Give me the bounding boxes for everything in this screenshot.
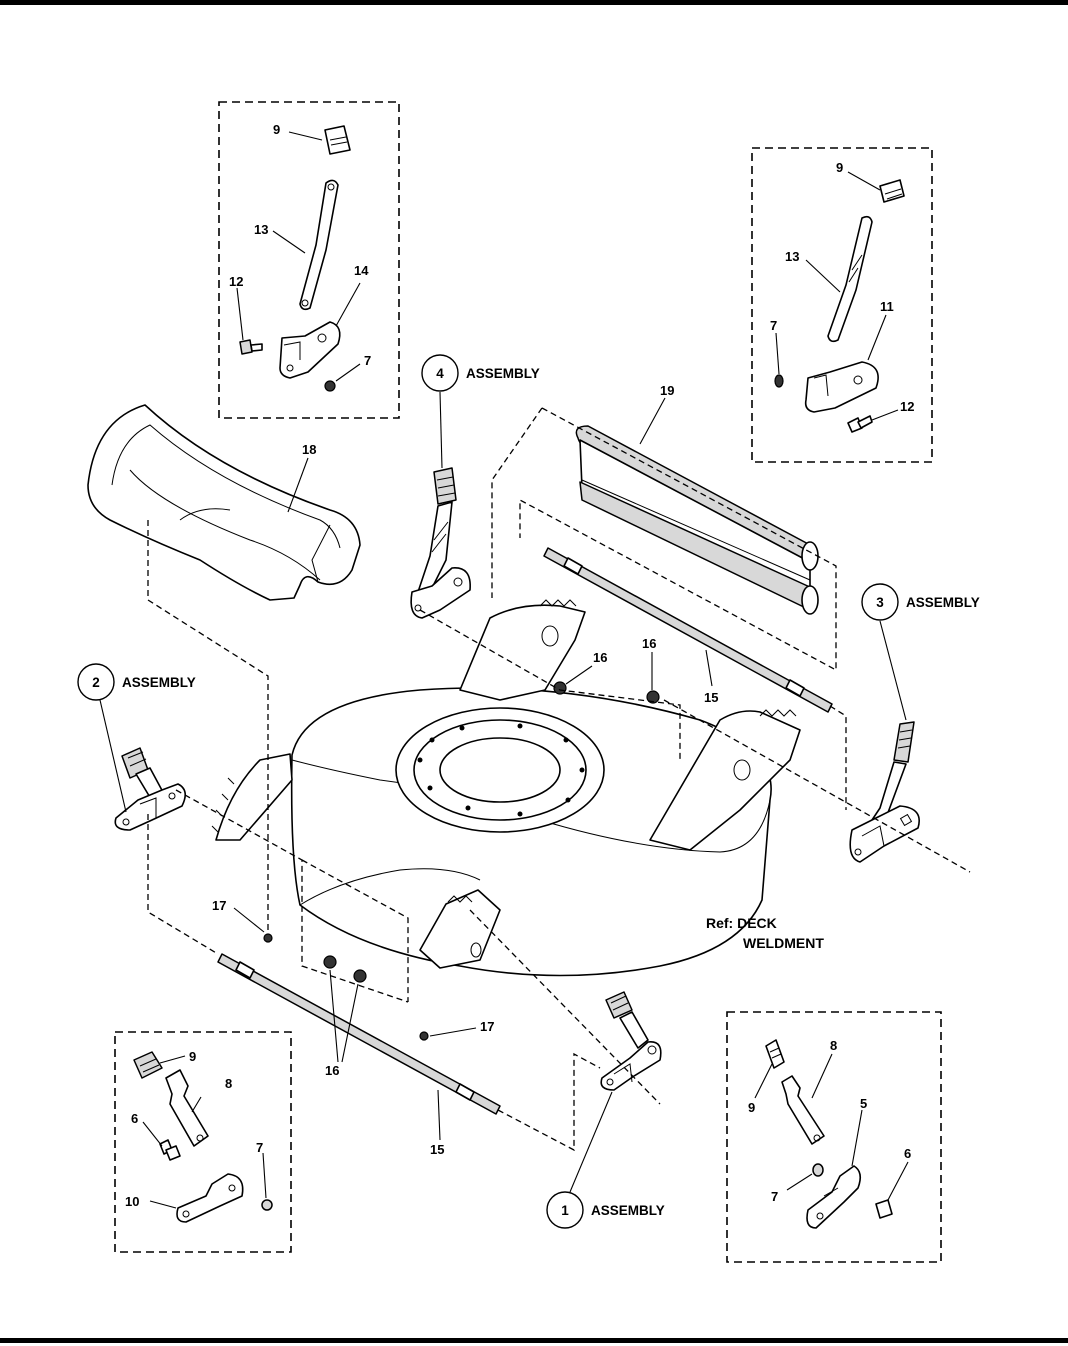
inset-box-bottom-right: 9 8 5 7 6 [726,1011,942,1263]
alignment-lines [147,520,971,1152]
nut-part-7-icon [774,374,784,388]
callout-14: 14 [354,263,369,278]
front-axle-part-15: 15 [217,953,501,1157]
bracket-part-10-icon [176,1173,244,1223]
nut-part-7-icon [324,380,336,392]
callout-5: 5 [860,1096,867,1111]
callout-16: 16 [593,650,607,665]
bolt-part-6-icon [875,1199,893,1219]
callout-16: 16 [325,1063,339,1078]
callout-9: 9 [836,160,843,175]
rear-axle-part-15: 15 [543,547,833,713]
nut-part-7-icon [812,1163,824,1177]
link-part-8-icon [165,1069,209,1147]
grip-part-9-icon [324,125,351,155]
callout-6: 6 [131,1111,138,1126]
callout-19: 19 [660,383,674,398]
assembly-2-badge [77,663,115,701]
assembly-3-label: ASSEMBLY [906,595,980,610]
top-rule [0,0,1068,5]
assembly-2-number: 2 [92,675,100,690]
callout-7: 7 [256,1140,263,1155]
callout-12: 12 [900,399,914,414]
nut-part-7-icon [261,1199,273,1211]
bracket-part-5-icon [806,1165,862,1229]
grip-part-9-icon [879,179,905,203]
height-adjuster-assembly-2: 2 ASSEMBLY [77,663,196,831]
callout-15: 15 [430,1142,444,1157]
callout-17: 17 [480,1019,494,1034]
callout-13: 13 [254,222,268,237]
grip-part-9-icon [765,1039,785,1069]
callout-18: 18 [302,442,316,457]
link-part-13-icon [827,215,873,343]
inset-box-top-left: 9 13 12 14 7 [218,101,400,419]
assembly-2-label: ASSEMBLY [122,675,196,690]
push-caps-part-17: 17 17 [212,898,494,1041]
callout-15: 15 [704,690,718,705]
inset-box-bottom-left: 9 8 6 10 7 [114,1031,292,1253]
assembly-4-label: ASSEMBLY [466,366,540,381]
bolt-part-12-icon [239,339,253,355]
callout-9: 9 [273,122,280,137]
grip-part-9-icon [133,1051,163,1079]
callout-10: 10 [125,1194,139,1209]
callout-7: 7 [771,1189,778,1204]
callout-7: 7 [364,353,371,368]
callout-11: 11 [880,299,894,314]
height-adjuster-assembly-1: 1 ASSEMBLY [546,991,665,1229]
callout-8: 8 [225,1076,232,1091]
callout-8: 8 [830,1038,837,1053]
callout-9: 9 [189,1049,196,1064]
assembly-3-number: 3 [876,595,884,610]
callout-9: 9 [748,1100,755,1115]
assembly-1-label: ASSEMBLY [591,1203,665,1218]
callout-12: 12 [229,274,243,289]
height-adjuster-assembly-3: 3 ASSEMBLY [849,583,980,863]
height-adjuster-assembly-4: 4 ASSEMBLY [410,354,540,619]
rear-cover-part-18: 18 [87,404,361,601]
bracket-part-11-icon [804,361,879,413]
bolt-part-6-icon [165,1145,181,1161]
link-part-8-icon [781,1075,825,1145]
callout-16: 16 [642,636,656,651]
callout-13: 13 [785,249,799,264]
reference-line-1: Ref: DECK [706,915,777,931]
callout-7: 7 [770,318,777,333]
assembly-4-number: 4 [436,366,444,381]
assembly-1-number: 1 [561,1203,569,1218]
deck-weldment [211,599,801,977]
assembly-4-badge [421,354,459,392]
inset-box-top-right: 9 13 7 11 12 [751,147,933,463]
reference-line-2: WELDMENT [743,935,824,951]
callout-17: 17 [212,898,226,913]
assembly-1-badge [546,1191,584,1229]
bracket-part-14-icon [279,321,341,379]
assembly-3-badge [861,583,899,621]
bottom-rule [0,1338,1068,1343]
link-part-13-icon [299,179,339,311]
rear-flap-part-19: 19 [575,383,819,615]
callout-6: 6 [904,1146,911,1161]
